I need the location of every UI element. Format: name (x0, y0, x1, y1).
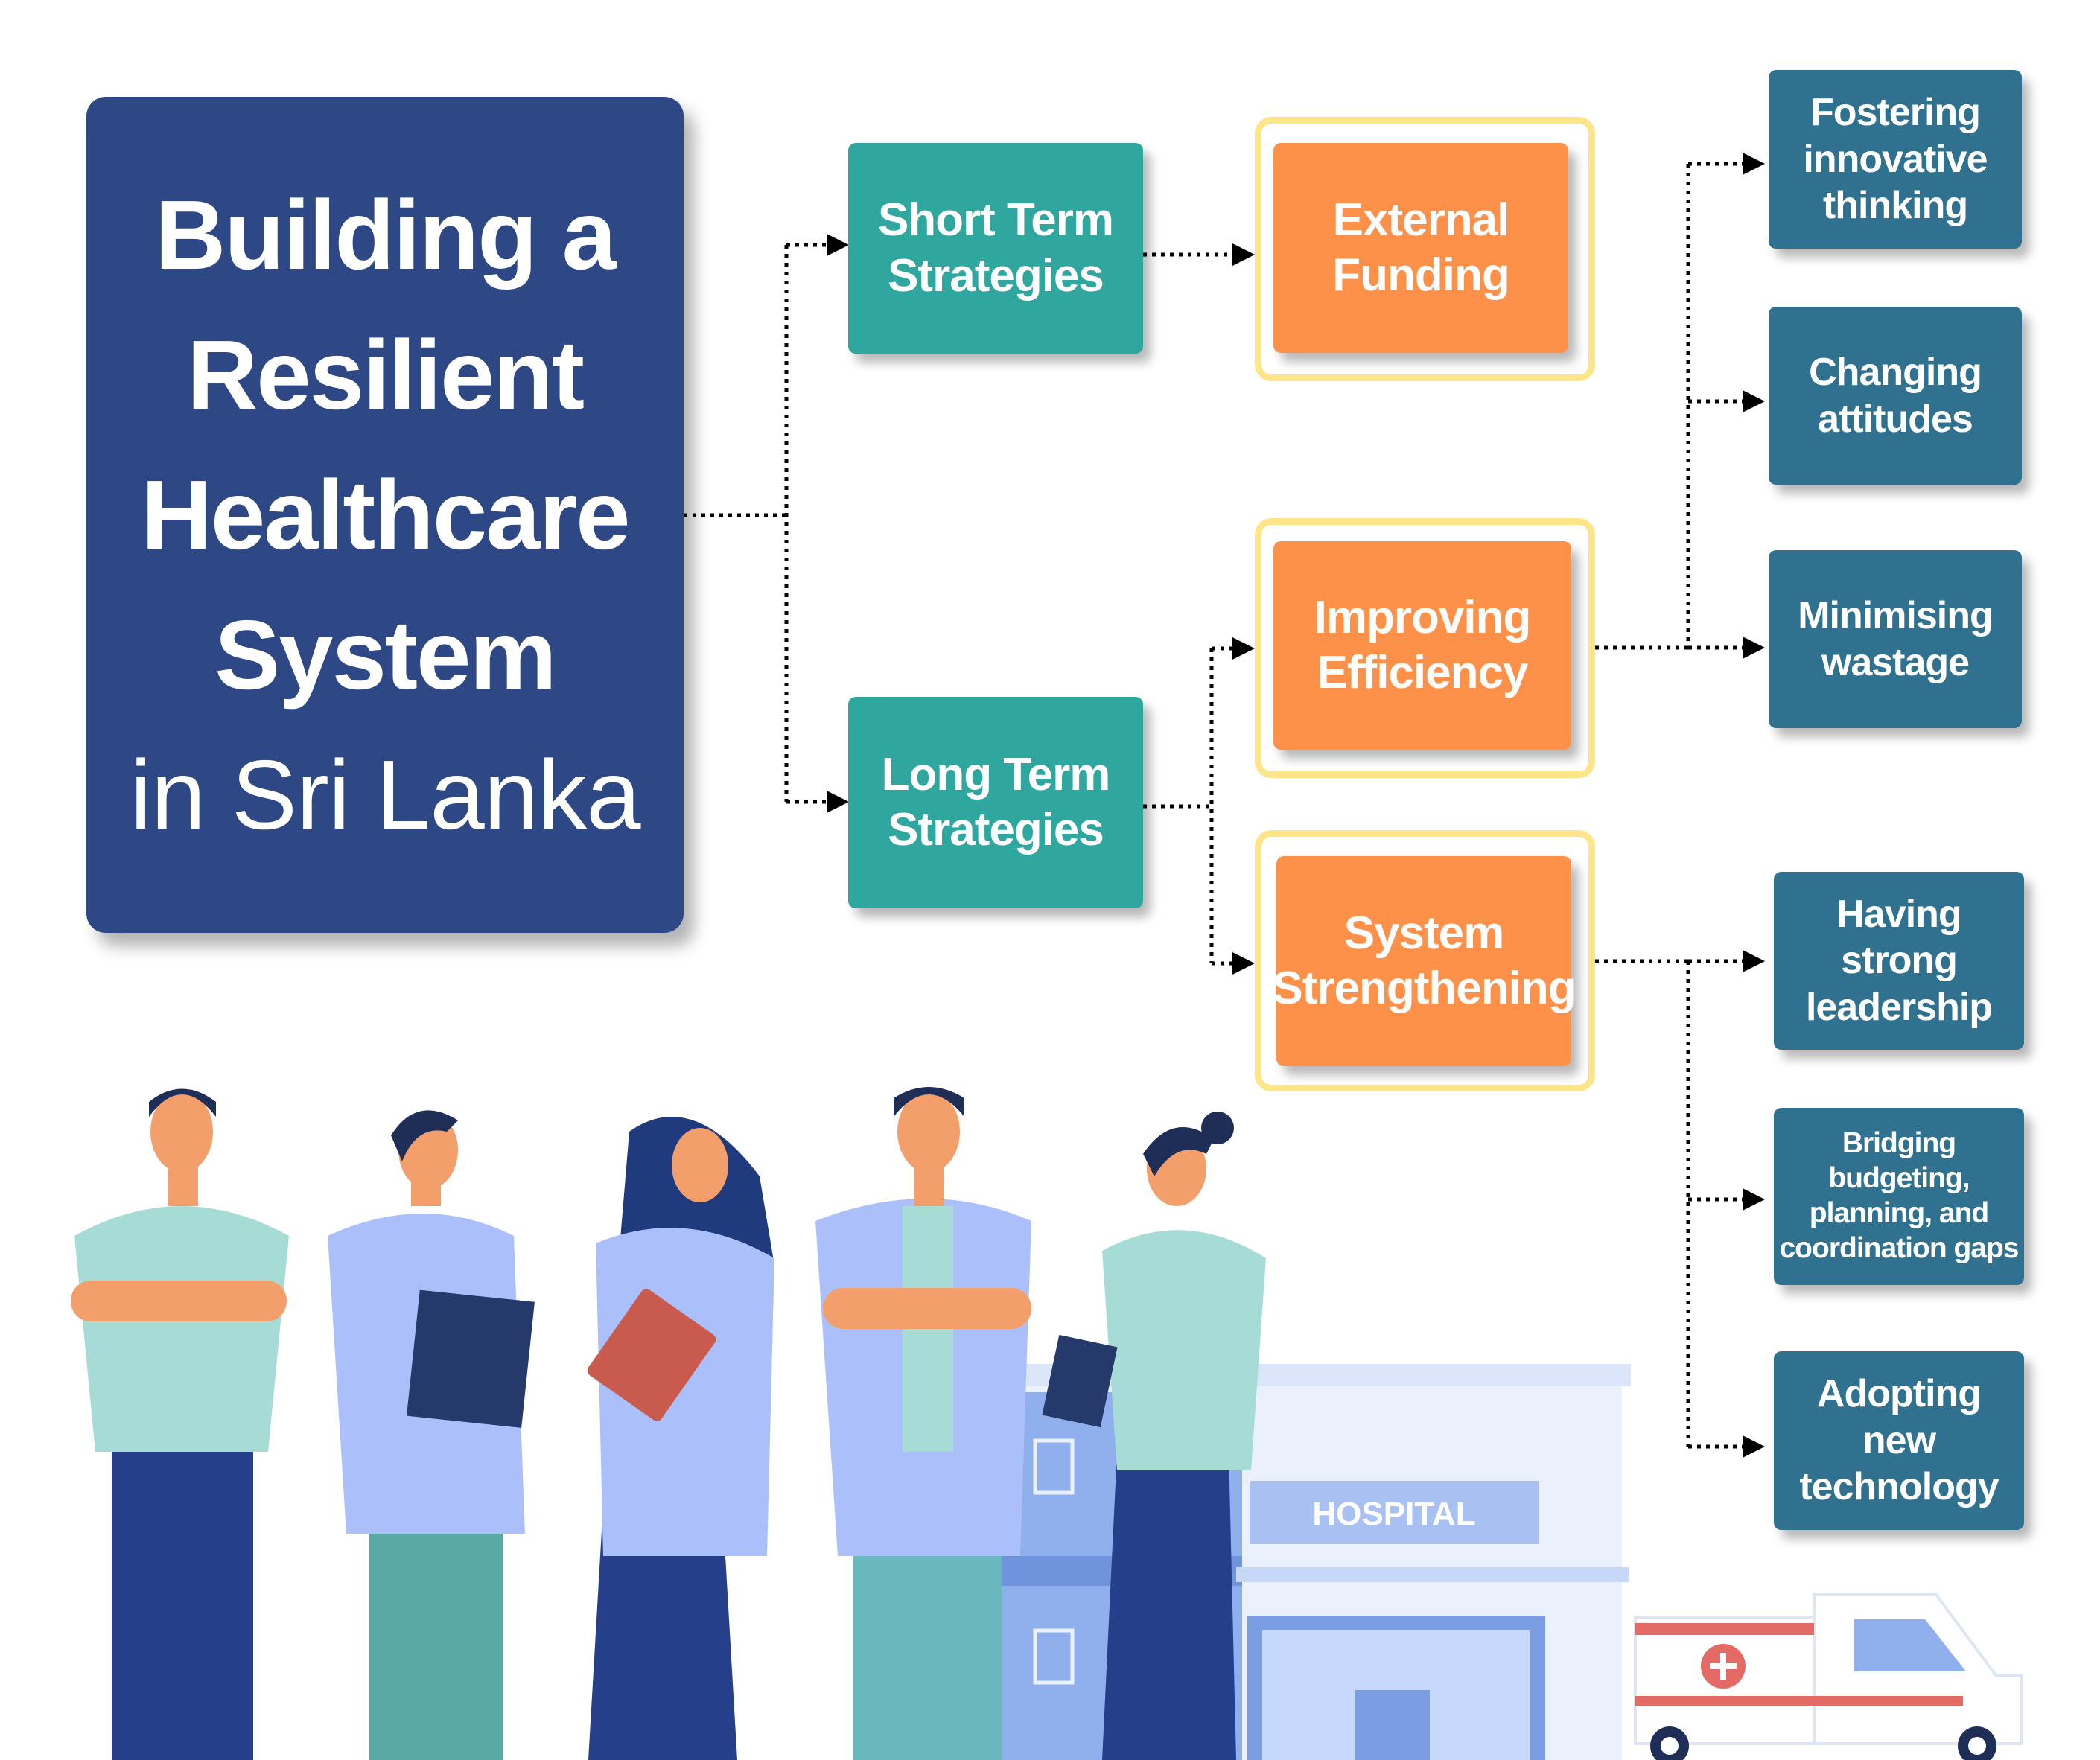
efficiency-outline (1255, 518, 1595, 778)
doctor-figure-1 (71, 1088, 289, 1760)
adopting-box: Adopting new technology (1774, 1351, 2024, 1530)
long-term-box: Long Term Strategies (848, 697, 1143, 908)
title-box: Building a Resilient Healthcare System i… (86, 97, 684, 933)
doctor-figure-4 (815, 1087, 1031, 1760)
title-line: Healthcare (141, 459, 630, 570)
doctor-figure-2 (328, 1110, 535, 1760)
nurse-figure-5 (1042, 1112, 1266, 1760)
external-outline (1255, 117, 1595, 381)
external-funding-box: External Funding (1273, 143, 1568, 353)
ambulance-icon (1634, 1593, 2023, 1760)
title-line: Resilient (186, 319, 585, 430)
leadership-box: Having strong leadership (1774, 872, 2024, 1050)
strengthening-outline (1255, 830, 1595, 1091)
bridging-box: Bridging budgeting, planning, and coordi… (1774, 1108, 2024, 1285)
title-line: System (214, 599, 557, 710)
doctor-figure-3 (587, 1117, 774, 1760)
fostering-box: Fostering innovative thinking (1769, 70, 2022, 249)
changing-box: Changing attitudes (1769, 307, 2022, 485)
title-subtitle: in Sri Lanka (130, 739, 640, 849)
short-term-box: Short Term Strategies (848, 143, 1143, 354)
title-line: Building a (155, 179, 617, 290)
improving-efficiency-box: Improving Efficiency (1273, 541, 1571, 750)
minimising-box: Minimising wastage (1769, 550, 2022, 728)
hospital-sign: HOSPITAL (1312, 1496, 1475, 1532)
system-strengthening-box: System Strengthening (1272, 856, 1576, 1066)
hospital-icon: HOSPITAL (983, 1364, 1631, 1760)
connector-title (684, 245, 789, 802)
